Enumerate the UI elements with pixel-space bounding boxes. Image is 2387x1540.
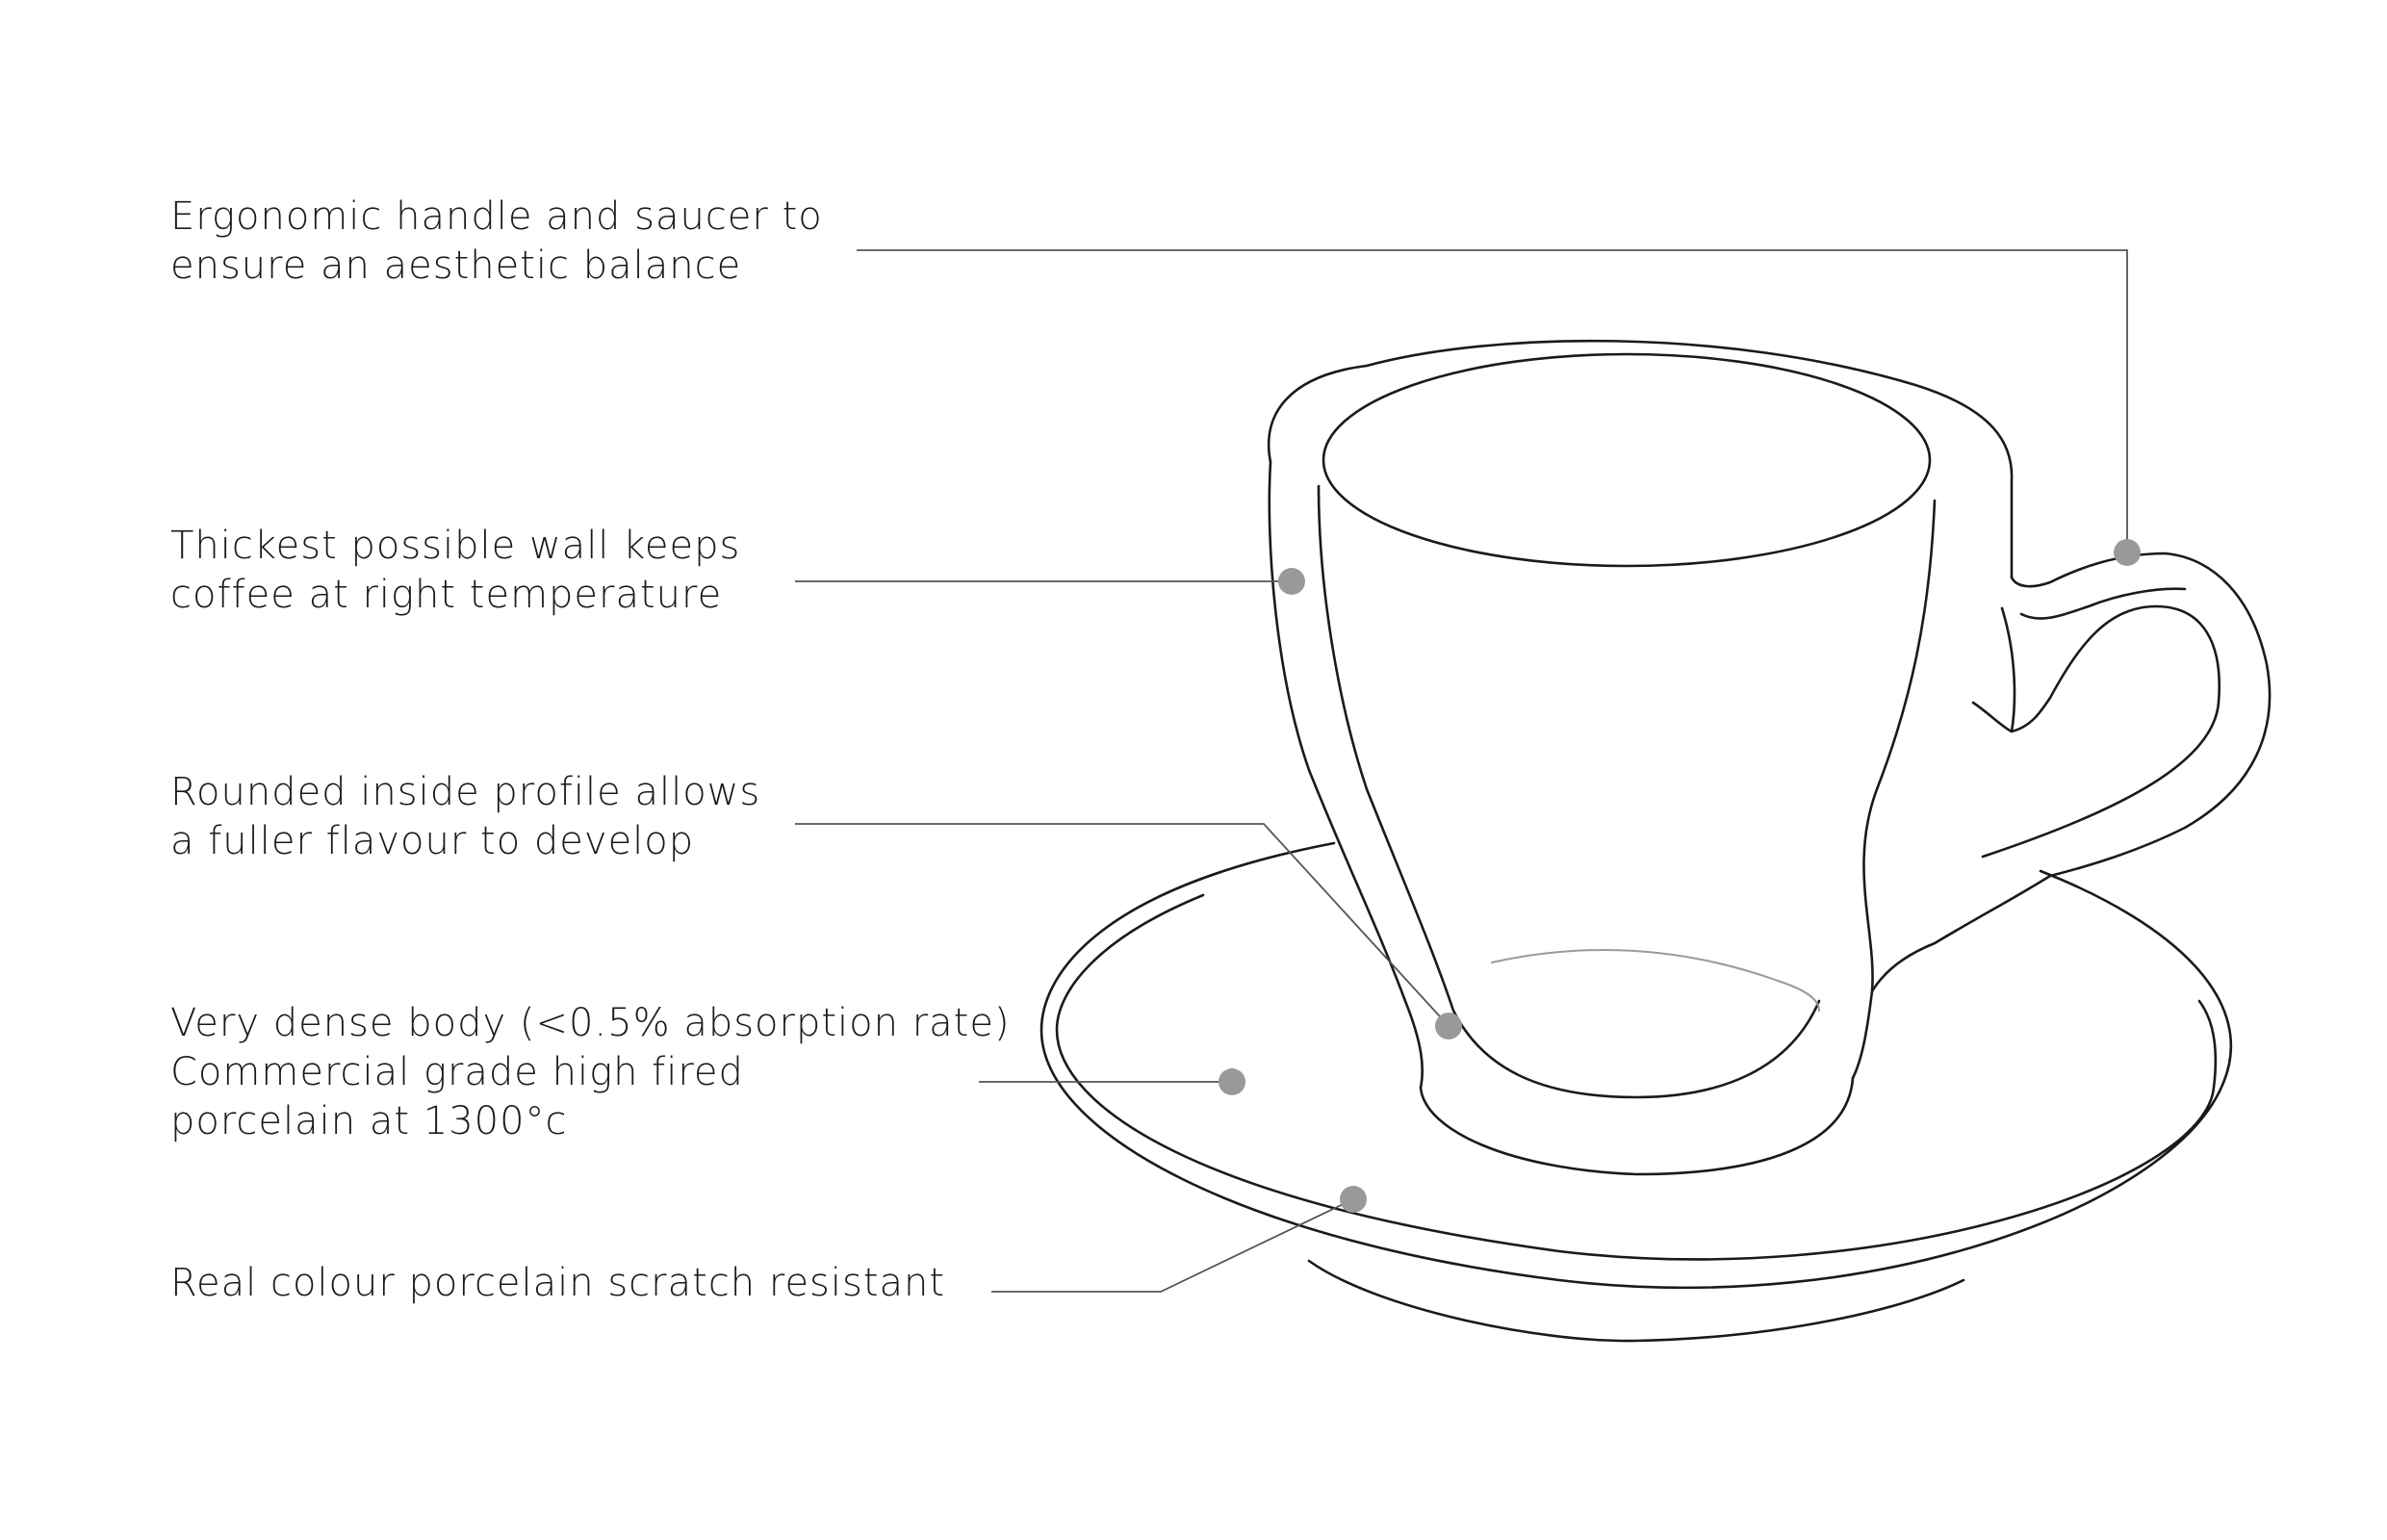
cup bbox=[1267, 339, 2052, 1176]
cup-outer-rim bbox=[1267, 339, 2014, 579]
callout-body-line-3: porcelain at 1300°c bbox=[170, 1099, 568, 1143]
cup-lower-right-flare bbox=[1870, 874, 2052, 993]
cup-inner-rim bbox=[1322, 352, 1932, 568]
callout-wall-line-2: coffee at right temperature bbox=[170, 573, 723, 617]
callout-body: Very dense body (<0.5% absorption rate) … bbox=[170, 999, 1011, 1146]
callout-profile-line-2: a fuller flavour to develop bbox=[170, 819, 695, 863]
marker-wall bbox=[1278, 568, 1305, 595]
callout-scratch-line-1: Real colour porcelain scratch resistant bbox=[170, 1261, 946, 1305]
cup-outer-wall-right bbox=[1851, 499, 1937, 1080]
cup-foot bbox=[1419, 1076, 1855, 1176]
handle-outer bbox=[2010, 552, 2272, 878]
callout-markers bbox=[1219, 539, 2141, 1213]
saucer-top-rim bbox=[1040, 841, 2233, 1290]
cup-handle bbox=[1971, 552, 2272, 878]
callout-handle-line-2: ensure an aesthetic balance bbox=[170, 244, 742, 288]
marker-handle bbox=[2114, 539, 2141, 566]
leader-profile bbox=[795, 823, 1450, 1027]
leader-handle bbox=[857, 249, 2128, 552]
handle-top-highlight bbox=[2019, 587, 2187, 620]
saucer bbox=[1040, 841, 2233, 1343]
callout-profile: Rounded inside profile allows a fuller f… bbox=[170, 768, 760, 866]
callout-scratch: Real colour porcelain scratch resistant bbox=[170, 1259, 945, 1308]
callout-wall: Thickest possible wall keeps coffee at r… bbox=[170, 522, 740, 620]
handle-joint bbox=[1971, 701, 2014, 733]
handle-inner bbox=[1981, 604, 2221, 859]
cup-outer-wall-left bbox=[1268, 460, 1424, 1090]
leader-lines bbox=[795, 249, 2128, 1293]
cup-inner-wall-left bbox=[1317, 484, 1821, 1099]
callout-body-line-2: Commercial grade high fired bbox=[170, 1050, 744, 1094]
leader-scratch bbox=[991, 1198, 1354, 1293]
callout-wall-line-1: Thickest possible wall keeps bbox=[170, 524, 741, 568]
marker-profile bbox=[1435, 1013, 1462, 1040]
marker-scratch bbox=[1340, 1186, 1367, 1213]
callout-handle: Ergonomic handle and saucer to ensure an… bbox=[170, 192, 823, 291]
saucer-inner-rim bbox=[1055, 893, 2218, 1261]
marker-body bbox=[1219, 1068, 1245, 1095]
callout-handle-line-1: Ergonomic handle and saucer to bbox=[170, 194, 823, 239]
callout-body-line-1: Very dense body (<0.5% absorption rate) bbox=[170, 1001, 1011, 1045]
cup-inner-shading bbox=[1491, 948, 1820, 1012]
saucer-base bbox=[1307, 1259, 1965, 1343]
callout-profile-line-1: Rounded inside profile allows bbox=[170, 770, 761, 814]
